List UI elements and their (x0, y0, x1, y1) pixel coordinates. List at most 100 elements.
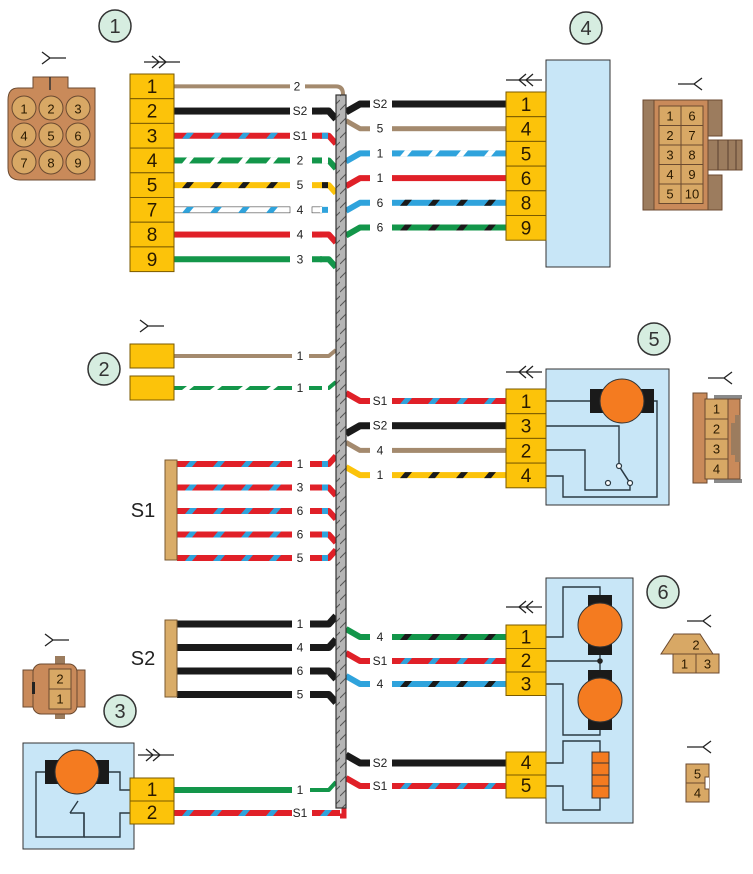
connector-6-wire-3-run-stripe (428, 681, 440, 687)
connector-1-wire-3-stripe (266, 132, 278, 139)
connector-6-socket-icon (506, 600, 542, 614)
connector-6-wire-2-run-stripe (400, 658, 412, 664)
connector-5-wire-2-run (392, 447, 506, 453)
pin-cell (505, 388, 547, 415)
wire-label: 6 (297, 664, 304, 678)
connector-1-wire-1-body (174, 84, 290, 89)
splice-s1-wire-stripe (185, 531, 197, 538)
connector-3-wire-2 (174, 810, 292, 816)
connector-4-wire-5-run-stripe (456, 150, 468, 157)
wire-label: 4 (377, 630, 384, 644)
pin-cell (129, 246, 175, 273)
connector-4-wire-8-run-stripes (400, 199, 496, 206)
connector-1-wire-7-stripe (238, 206, 250, 213)
connector-3-face-pin-number: 2 (56, 672, 63, 687)
splice-s1-wire-stripe (213, 555, 225, 561)
connector-2-wire-1 (174, 354, 292, 358)
connector-4-face-pin-number: 3 (666, 148, 673, 163)
connector-1-wire-2-stub (312, 107, 322, 115)
connector-6-wire-2-run-stripe (456, 658, 468, 664)
connector-5-wire-bend (344, 390, 370, 404)
motor-body (577, 602, 623, 648)
connector-4-wire-5-run-stripe (484, 150, 496, 157)
component-3-motor-icon (45, 749, 109, 795)
wire-label: 1 (377, 146, 384, 160)
splice-s1-wire-stripe (213, 508, 225, 514)
connector-6-wire-1-run-stripe (484, 634, 496, 640)
connector-1-face-pin-number: 1 (20, 102, 27, 117)
connector-6-wire-1 (344, 626, 506, 640)
connector-5-wire-1-run-stripe (428, 398, 440, 404)
splice-s2-wire-bend (320, 613, 339, 628)
connector-4-wire-1-run (392, 100, 506, 108)
pin-cell (505, 437, 547, 464)
connector-4-wire-5-run (392, 150, 506, 157)
component-3-badge: 3 (103, 694, 137, 728)
connector-4-wire-9-run (392, 224, 506, 231)
connector-5-face-pin-number: 1 (713, 402, 720, 417)
connector-4-wire-4-run-body (392, 126, 506, 132)
connector-4-latch (707, 139, 743, 171)
connector-6-wire-3-run-stripes (400, 681, 496, 687)
component-6-body (545, 577, 634, 824)
connector-4-wire-9-run-body (392, 224, 506, 231)
connector-1-wire-3 (174, 132, 290, 139)
connector-6-wire-1-run-stripes (400, 634, 496, 640)
connector-1-wire-4-stub (312, 157, 322, 164)
connector-2-wire-2-stub (309, 386, 322, 390)
connector-1-wire-3-stripe (182, 132, 194, 139)
component-1-badge-number: 1 (109, 16, 120, 38)
splice-s1-wire-stripes (185, 484, 281, 491)
connector-3-tab (55, 656, 65, 668)
connector-4-terminal-icon (678, 77, 703, 91)
splice-s1-wire-bend (320, 484, 339, 498)
wire-label: 6 (377, 221, 384, 235)
wire-label: 4 (297, 641, 304, 655)
connector-6b-face-pin (685, 782, 710, 803)
connector-2-wire-2-bend (320, 380, 338, 390)
switch-node-icon (615, 462, 623, 470)
fork-path (687, 740, 712, 754)
connector-3-wire-1-bend-path (320, 780, 338, 792)
connector-1-wire-3-stub-body (312, 132, 322, 139)
connector-1-face-pin (65, 122, 91, 148)
connector-1-wire-4-stripe (266, 157, 278, 164)
plug-chevron (145, 748, 154, 762)
wire-label: 3 (297, 252, 304, 266)
splice-s2-wire-stub (310, 620, 322, 628)
splice-s2-wire-stub-body (310, 620, 322, 628)
component-3-badge-circle (103, 694, 137, 728)
connector-4-wire-8-run (392, 199, 506, 206)
fork-path (44, 633, 69, 647)
pin-cell (505, 671, 547, 696)
connector-1-wire-5-stripe (266, 182, 278, 189)
connector-1-face-pin-number: 3 (74, 102, 81, 117)
pin-number: 8 (147, 225, 158, 246)
connector-3-wire-2-stripes (182, 810, 278, 816)
connector-1-wire-5-stub (312, 182, 322, 189)
connector-4-wire-1 (344, 100, 506, 116)
connector-1-wire-5-stripe (182, 182, 194, 189)
connector-6-wire-bend (344, 650, 370, 664)
connector-4-face-pin-number: 9 (688, 167, 695, 182)
splice-s1-wire-stripe (269, 461, 281, 467)
connector-5-wire-1 (344, 390, 506, 404)
connector-3-latch (32, 682, 35, 694)
connector-1-wire-7-stripe (182, 206, 194, 213)
connector-2-wire-1-bend (320, 348, 338, 358)
connector-5-wire-1-run-stripe (456, 398, 468, 404)
connector-3-wire-2-stub-stripe (320, 810, 332, 816)
fork-path (708, 371, 733, 385)
connector-3-plug-icon (138, 748, 174, 762)
connector-4-wire-8 (344, 199, 506, 214)
wire-label: 5 (297, 178, 304, 192)
splice-s1-wire-stripes (185, 508, 281, 514)
connector-6-wire-2-run-stripes (400, 658, 496, 664)
connector-5-wire-2-run-body (392, 447, 506, 453)
connector-1-wire-2-body (174, 107, 290, 115)
connector-4-wire-9-run-stripe (456, 224, 468, 231)
plug-chevron (158, 55, 167, 69)
wires-layer (173, 84, 506, 819)
connector-1-face-pin (11, 95, 37, 121)
